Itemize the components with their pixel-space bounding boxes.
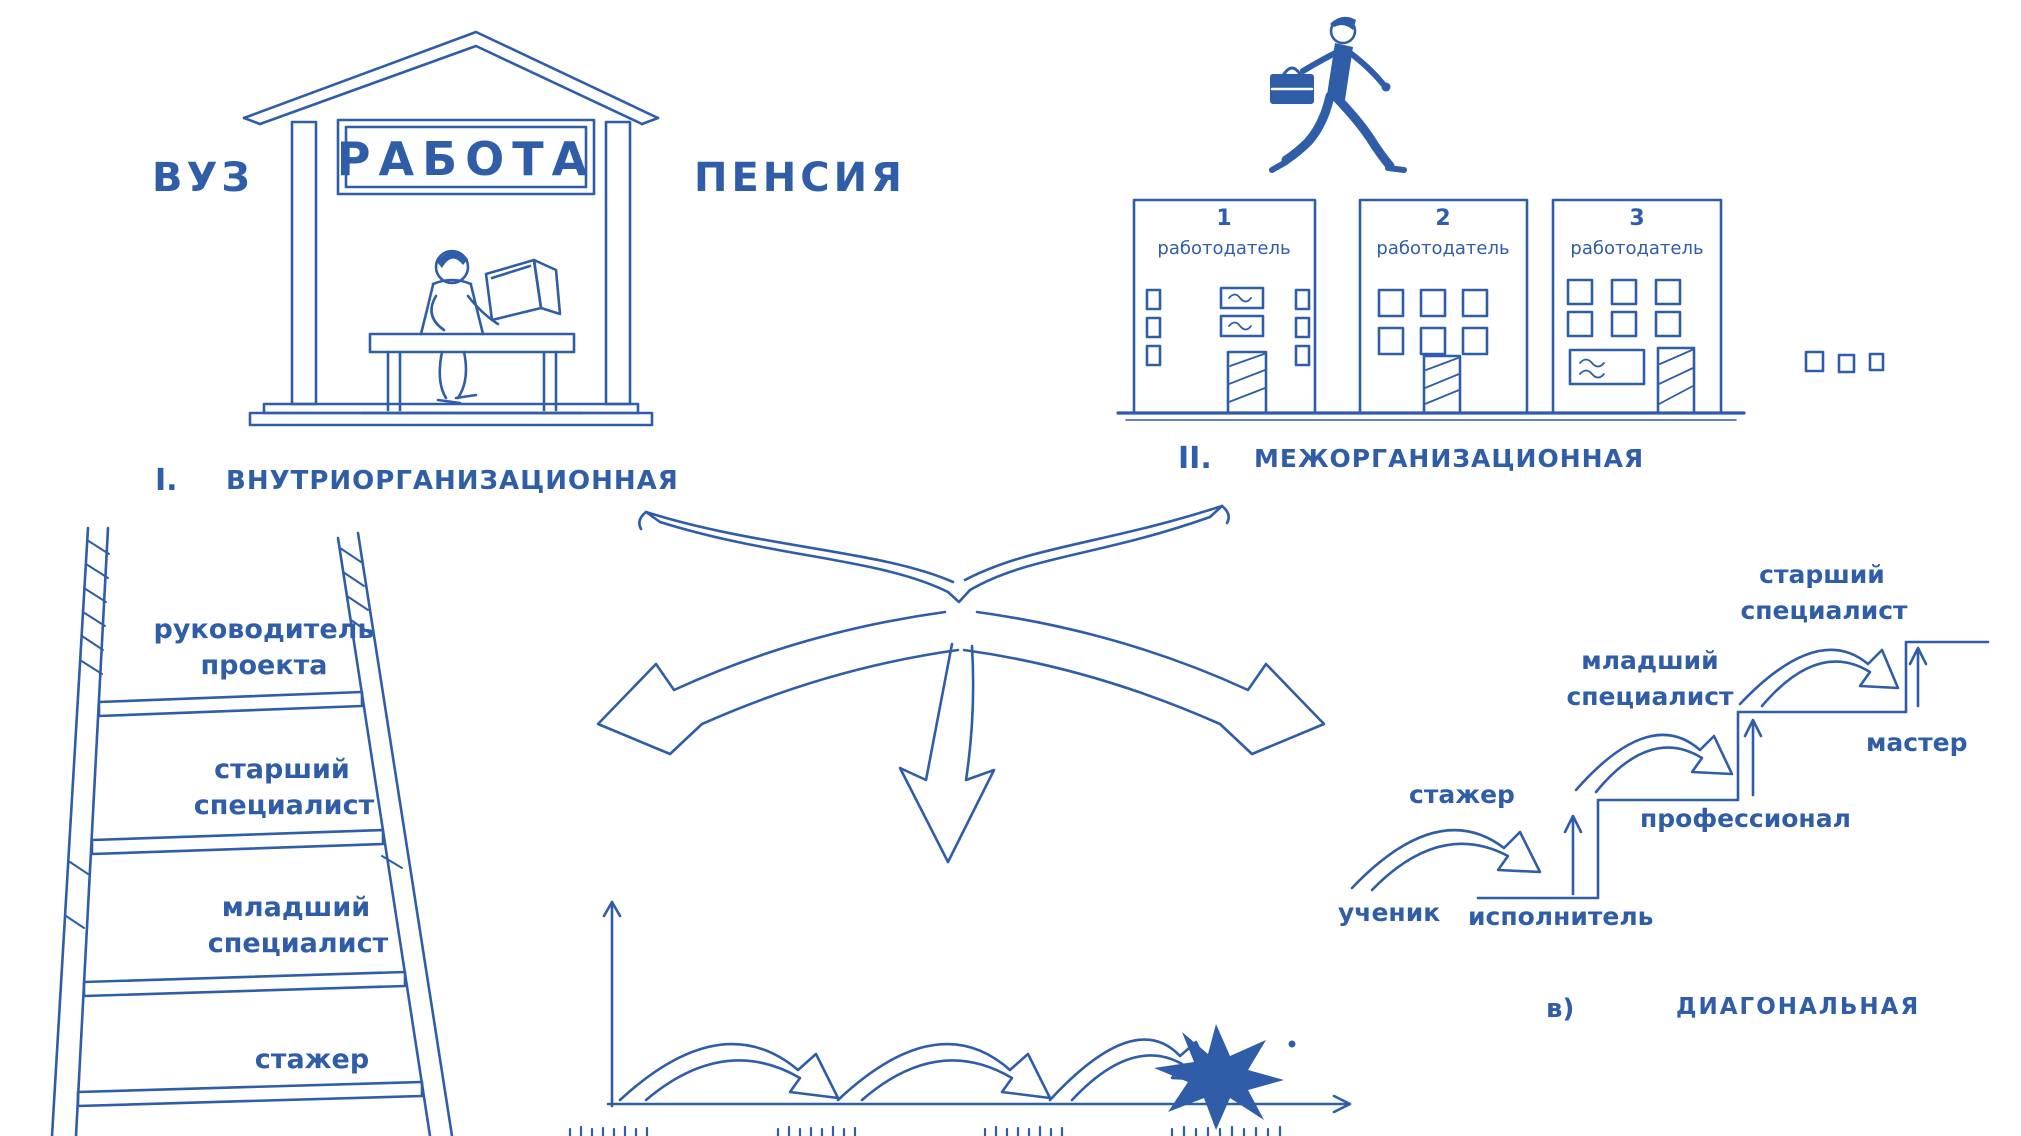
hop-arc: [836, 1042, 1052, 1102]
house-drawing: [242, 30, 660, 427]
splat-icon: [1154, 1024, 1284, 1130]
rung: [76, 1080, 424, 1108]
building-3: [1551, 198, 1723, 415]
rung-label-intern: стажер: [254, 1044, 370, 1075]
building-3-label: работодатель: [1570, 238, 1704, 259]
up-arrow: [1908, 646, 1928, 708]
door-icon: [1656, 346, 1696, 415]
rung: [82, 970, 407, 998]
arrow-right: [962, 610, 1326, 756]
door-icon: [1422, 354, 1462, 415]
stairs-arc3-label-1: старший: [1759, 560, 1885, 589]
rabota-sign-label: РАБОТА: [336, 132, 596, 186]
jump-arc: [1738, 648, 1900, 708]
diagonal-stairs-drawing: [1350, 640, 1990, 900]
rung-label-senior-2: специалист: [193, 790, 375, 821]
caption-2-numeral: II.: [1178, 441, 1212, 476]
caption-2-text: МЕЖОРГАНИЗАЦИОННАЯ: [1254, 444, 1645, 473]
up-arrow: [1563, 814, 1583, 896]
building-1-number: 1: [1216, 206, 1232, 231]
ellipsis-square: [1804, 350, 1825, 373]
branch-arrow-drawing: [596, 504, 1326, 864]
roof-icon: [242, 30, 660, 120]
ellipsis-square: [1868, 352, 1885, 372]
stairs-arc3-label-2: специалист: [1740, 596, 1908, 625]
pensiya-label: ПЕНСИЯ: [694, 155, 906, 201]
arrow-left: [596, 610, 960, 756]
plinth: [262, 402, 640, 415]
sign-frame-outer: [336, 118, 596, 196]
jump-arc: [1574, 733, 1734, 794]
stairs-step1-label: исполнитель: [1468, 902, 1654, 931]
stairs-arc2-label-2: специалист: [1566, 682, 1734, 711]
arrow-down: [898, 642, 996, 864]
hops-chart-drawing: [568, 900, 1352, 1136]
left-column: [290, 120, 318, 406]
desk-worker-drawing: [360, 249, 584, 415]
right-column: [604, 120, 632, 406]
door-icon: [1226, 350, 1268, 415]
stair-steps: [1476, 640, 1990, 900]
stairs-arc1-label: стажер: [1409, 780, 1515, 809]
building-1: [1132, 198, 1317, 415]
stairs-start-label: ученик: [1338, 898, 1441, 927]
building-1-label: работодатель: [1157, 238, 1291, 259]
caption-1-text: ВНУТРИОРГАНИЗАЦИОННАЯ: [226, 466, 679, 496]
sign-frame-inner: [344, 125, 588, 189]
cutoff-text-stub: [568, 1125, 1282, 1136]
ellipsis-square: [1837, 353, 1856, 374]
building-3-number: 3: [1629, 206, 1645, 231]
walking-man-drawing: [1269, 16, 1407, 173]
rung: [97, 690, 364, 718]
hop-arc: [618, 1042, 840, 1102]
desk: [368, 332, 576, 354]
caption-3-text: ДИАГОНАЛЬНАЯ: [1676, 994, 1921, 1020]
up-arrow: [1743, 718, 1763, 797]
worker-head: [434, 249, 470, 285]
rung-label-junior-1: младший: [221, 892, 371, 923]
rung: [90, 828, 385, 856]
stairs-step3-label: мастер: [1866, 728, 1968, 757]
career-ladder-drawing: [50, 526, 454, 1136]
rung-label-project-manager-1: руководитель: [153, 614, 375, 645]
rung-label-junior-2: специалист: [207, 928, 389, 959]
monitor-icon: [484, 258, 543, 322]
hop-arc: [1048, 1038, 1216, 1102]
vuz-label: ВУЗ: [152, 155, 254, 201]
stairs-arc2-label-1: младший: [1581, 646, 1719, 675]
worker-cap-icon: [437, 251, 468, 268]
stairs-step2-label: профессионал: [1640, 804, 1851, 833]
rung-label-project-manager-2: проекта: [200, 650, 328, 681]
caption-1-numeral: I.: [155, 463, 178, 498]
rung-label-senior-1: старший: [214, 754, 350, 785]
jump-arc: [1350, 828, 1542, 892]
left-rail: [50, 526, 110, 1136]
employer-buildings-drawing: [1116, 198, 1885, 421]
caption-3-letter: в): [1546, 994, 1575, 1024]
head: [1329, 17, 1357, 45]
building-2-label: работодатель: [1376, 238, 1510, 259]
building-2-number: 2: [1435, 206, 1451, 231]
